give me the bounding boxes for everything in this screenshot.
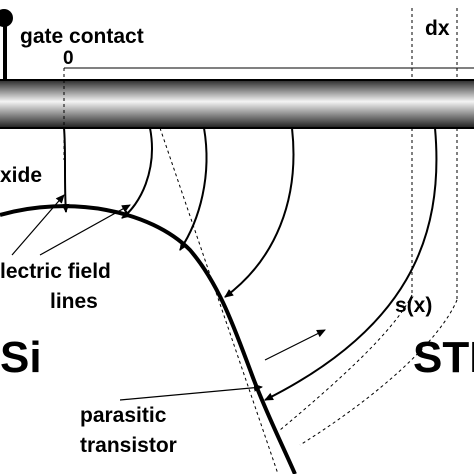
field-line-4 [224, 127, 295, 298]
si-label: Si [0, 333, 42, 382]
field-line-5 [264, 127, 438, 401]
sx-label: s(x) [395, 294, 432, 317]
path-boundary-outer [299, 299, 458, 446]
parasitic-label-2: transistor [80, 434, 177, 457]
sti-label: STI [413, 333, 474, 382]
dx-label: dx [425, 17, 450, 40]
sti-edge-dashed [159, 127, 279, 474]
gate-contact-label: gate contact [20, 25, 144, 48]
field-label-arrow-1 [11, 194, 65, 256]
field-label-arrow-2 [39, 204, 131, 256]
sx-arrow [264, 329, 326, 361]
field-line-2 [121, 127, 153, 219]
field-lines-label-1: lectric field [0, 260, 111, 283]
path-boundary-inner [279, 294, 413, 431]
parasitic-label-1: parasitic [80, 404, 167, 427]
gate-contact-terminal [0, 9, 13, 27]
field-line-1 [61, 127, 70, 213]
oxide-label: xide [0, 164, 42, 187]
field-lines-label-2: lines [50, 290, 98, 313]
parasitic-arrow [119, 383, 263, 401]
origin-label: 0 [63, 48, 74, 69]
field-line-3 [179, 127, 208, 251]
gate-bar [0, 79, 474, 129]
si-sti-interface [0, 204, 297, 474]
